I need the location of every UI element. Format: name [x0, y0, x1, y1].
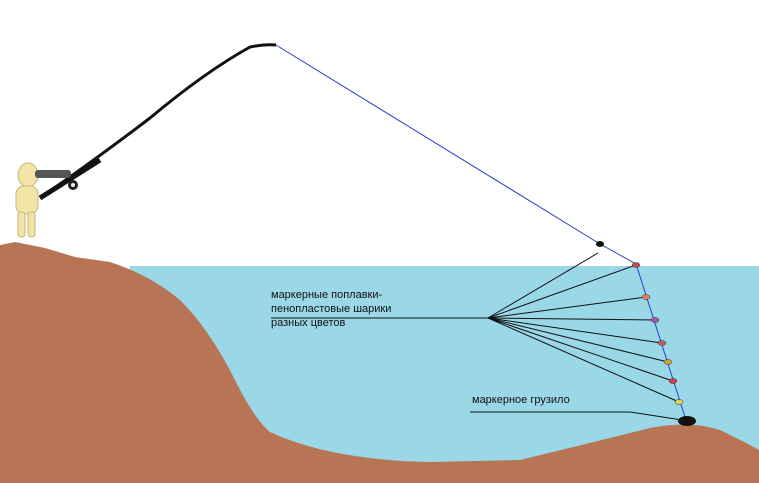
rod-butt: [38, 157, 102, 201]
marker-float: [631, 262, 641, 268]
marker-float: [674, 399, 684, 405]
weight-pointer-line: [470, 411, 683, 421]
marker-float: [641, 294, 651, 300]
marker-float: [650, 317, 660, 323]
floats-label-line3: разных цветов: [271, 317, 346, 329]
weight-label: маркерное грузило: [472, 394, 570, 406]
marker-weight: [678, 416, 696, 426]
binocular-icon: [35, 170, 71, 178]
fisherman-figure: [15, 162, 71, 238]
floats-pointer-lines: [271, 252, 680, 403]
fishing-rod: [39, 43, 277, 200]
ground: [0, 242, 759, 483]
marker-float: [663, 359, 673, 365]
floats-label-line2: пенопластовые шарики: [271, 303, 392, 315]
marker-float: [668, 378, 678, 384]
floats-label-line1: маркерные поплавки-: [271, 289, 383, 301]
reel-hub: [71, 183, 75, 187]
marker-floats: [631, 262, 684, 405]
marker-float: [657, 340, 667, 346]
floats-label: маркерные поплавки- пенопластовые шарики…: [271, 288, 391, 330]
surface-float: [596, 241, 604, 247]
